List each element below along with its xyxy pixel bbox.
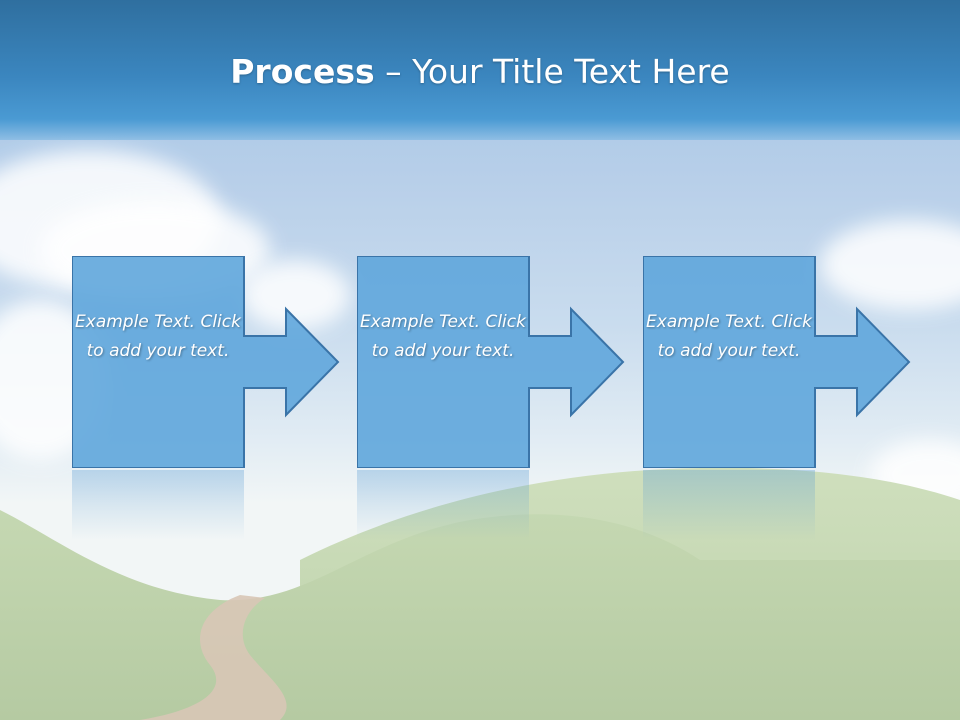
step-text[interactable]: Example Text. Click to add your text.: [646, 312, 812, 361]
step-arrow-shape: [643, 256, 911, 468]
process-step-3[interactable]: Example Text. Click to add your text.: [643, 256, 960, 468]
step-text[interactable]: Example Text. Click to add your text.: [360, 312, 526, 361]
cloud-right: [820, 220, 960, 310]
process-step-2[interactable]: Example Text. Click to add your text.: [357, 256, 702, 468]
step-text[interactable]: Example Text. Click to add your text.: [75, 312, 241, 361]
step-arrow-shape: [357, 256, 625, 468]
dirt-path: [140, 595, 287, 720]
step-reflection: [643, 470, 815, 540]
title-rest: – Your Title Text Here: [374, 52, 730, 91]
step-arrow-shape: [72, 256, 340, 468]
title-bold: Process: [230, 52, 375, 91]
title-bar: [0, 0, 960, 140]
process-step-1[interactable]: Example Text. Click to add your text.: [72, 256, 417, 468]
step-reflection: [72, 470, 244, 540]
slide-title[interactable]: Process – Your Title Text Here: [0, 52, 960, 91]
step-reflection: [357, 470, 529, 540]
